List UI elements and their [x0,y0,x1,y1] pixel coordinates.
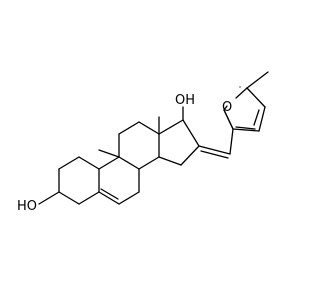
bond [118,121,140,135]
bond [78,156,100,170]
double-bond-inner [235,126,256,130]
molecule-structure: O OH HO [0,0,300,300]
hydroxyl-c3-label: HO [17,199,37,214]
bonds [38,71,269,205]
bond [182,119,200,147]
canvas-background [0,0,300,300]
bond [58,191,80,205]
bond [98,156,120,170]
bond [138,121,160,135]
bond [158,156,182,166]
furan-oxygen-label: O [222,100,232,115]
bond [198,145,231,155]
bond [138,156,160,170]
methyl-bond [98,149,120,158]
methyl-bond [246,71,269,89]
double-bond-inner [100,188,119,200]
bond [235,87,248,99]
bond [118,156,140,170]
bond [246,87,266,108]
bond [232,128,260,132]
bond [38,191,60,205]
bond [118,191,140,205]
hydroxyl-c17-label: OH [175,93,195,108]
bond [98,191,120,205]
bond [223,109,234,130]
atom-labels: O OH HO [17,93,232,214]
double-bond-inner [253,109,260,126]
bond [78,191,100,205]
bond [158,119,184,135]
bond [258,106,266,132]
double-bond-inner [200,150,229,159]
bond [223,105,228,111]
bond [180,145,200,166]
bond [229,128,234,155]
bond [58,156,80,170]
